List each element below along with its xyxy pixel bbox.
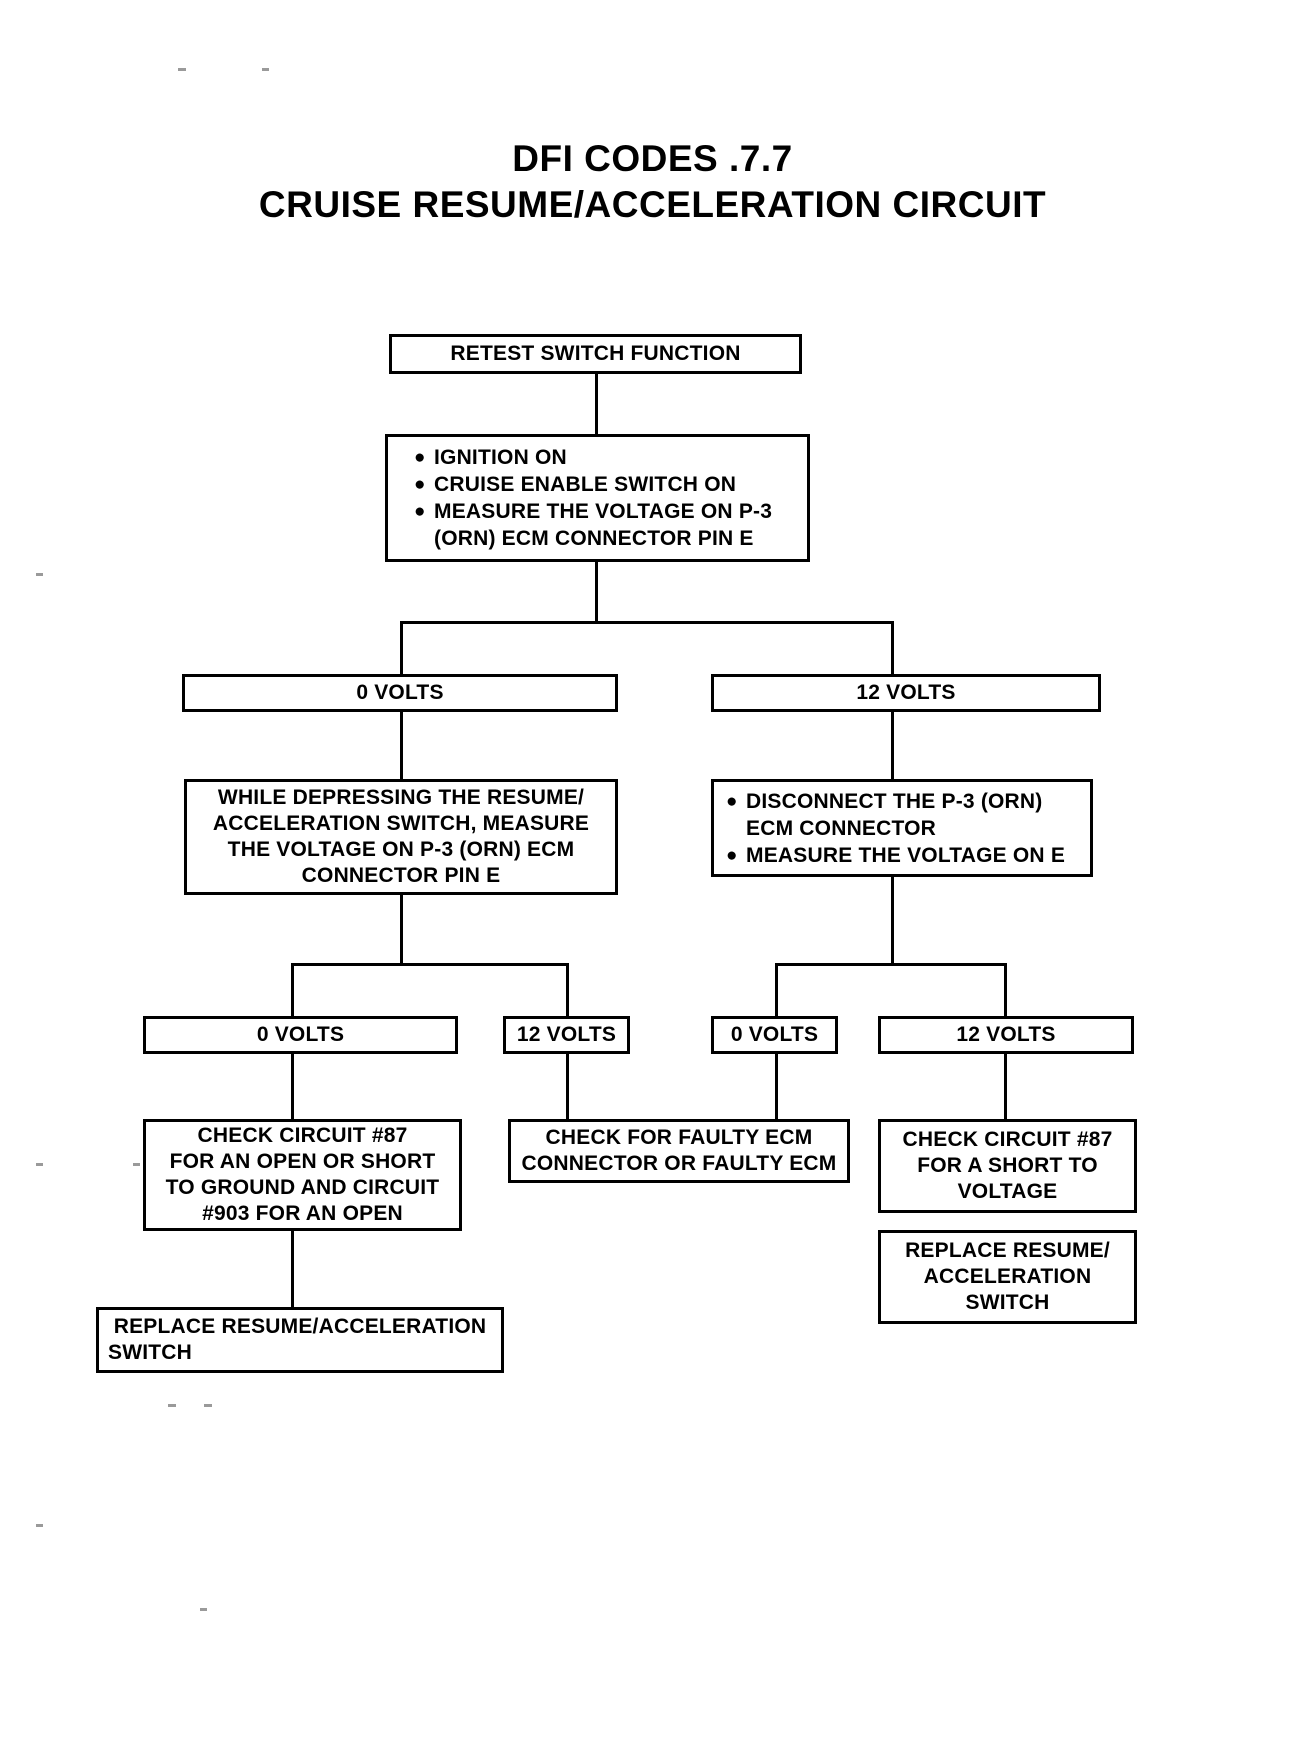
scan-speck bbox=[36, 573, 43, 576]
bullet-continuation: ECM CONNECTOR bbox=[746, 816, 937, 840]
node-check-circuit-87-open-short[interactable]: CHECK CIRCUIT #87 FOR AN OPEN OR SHORT T… bbox=[143, 1119, 462, 1231]
node-label: 12 VOLTS bbox=[516, 1023, 617, 1046]
scan-speck bbox=[262, 68, 269, 71]
node-line-2: FOR AN OPEN OR SHORT bbox=[169, 1150, 436, 1173]
connector-left-split-bar bbox=[291, 963, 569, 966]
title-line-1: DFI CODES .7.7 bbox=[512, 138, 793, 179]
node-left-result-12-volts[interactable]: 12 VOLTS bbox=[503, 1016, 630, 1054]
connector-check87-down bbox=[291, 1228, 294, 1308]
connector-right-measure-down bbox=[891, 875, 894, 965]
node-check-circuit-87-short-to-voltage[interactable]: CHECK CIRCUIT #87 FOR A SHORT TO VOLTAGE bbox=[878, 1119, 1137, 1213]
page-title: DFI CODES .7.7 CRUISE RESUME/ACCELERATIO… bbox=[0, 136, 1305, 228]
connector-right-split-left bbox=[775, 963, 778, 1018]
node-initial-measurement-steps[interactable]: ● IGNITION ON ● CRUISE ENABLE SWITCH ON … bbox=[385, 434, 810, 562]
bullet-item: ● IGNITION ON bbox=[414, 444, 807, 471]
node-replace-switch-right[interactable]: REPLACE RESUME/ ACCELERATION SWITCH bbox=[878, 1230, 1137, 1324]
connector-left-split-left bbox=[291, 963, 294, 1018]
connector-left-branch-down bbox=[400, 710, 403, 780]
node-line-4: CONNECTOR PIN E bbox=[301, 864, 501, 887]
bullet-continuation: (ORN) ECM CONNECTOR PIN E bbox=[434, 527, 754, 550]
bullet-item: ● DISCONNECT THE P-3 (ORN) bbox=[726, 788, 1090, 815]
node-line-2: CONNECTOR OR FAULTY ECM bbox=[521, 1152, 837, 1175]
node-line-2: ACCELERATION bbox=[923, 1265, 1092, 1288]
scan-speck bbox=[168, 1404, 176, 1407]
node-label: 12 VOLTS bbox=[856, 681, 956, 704]
bullet-dot-icon: ● bbox=[414, 501, 426, 522]
bullet-dot-icon: ● bbox=[414, 447, 426, 468]
node-retest-switch-function[interactable]: RETEST SWITCH FUNCTION bbox=[389, 334, 802, 374]
node-line-2: SWITCH bbox=[107, 1341, 193, 1364]
node-label: RETEST SWITCH FUNCTION bbox=[450, 342, 741, 365]
connector-right0v-down bbox=[775, 1052, 778, 1120]
node-line-2: FOR A SHORT TO bbox=[917, 1154, 1098, 1177]
node-line-3: THE VOLTAGE ON P-3 (ORN) ECM bbox=[227, 838, 575, 861]
connector-split-left-drop bbox=[400, 621, 403, 676]
connector-left-measure-down bbox=[400, 893, 403, 965]
connector-left-split-right bbox=[566, 963, 569, 1018]
bullet-text: DISCONNECT THE P-3 (ORN) bbox=[746, 789, 1043, 813]
node-right-measure-instructions[interactable]: ● DISCONNECT THE P-3 (ORN) ECM CONNECTOR… bbox=[711, 779, 1093, 877]
node-line-1: REPLACE RESUME/ACCELERATION bbox=[113, 1315, 487, 1338]
node-left-result-0-volts[interactable]: 0 VOLTS bbox=[143, 1016, 458, 1054]
bullet-dot-icon: ● bbox=[726, 844, 738, 866]
node-right-result-12-volts[interactable]: 12 VOLTS bbox=[878, 1016, 1134, 1054]
title-line-2: CRUISE RESUME/ACCELERATION CIRCUIT bbox=[258, 184, 1047, 225]
scan-speck bbox=[133, 1163, 140, 1166]
scan-speck bbox=[36, 1524, 43, 1527]
node-line-1: CHECK CIRCUIT #87 bbox=[197, 1124, 408, 1147]
bullet-dot-icon: ● bbox=[414, 474, 426, 495]
scan-speck bbox=[178, 68, 186, 71]
node-branch-12-volts[interactable]: 12 VOLTS bbox=[711, 674, 1101, 712]
connector-right-split-right bbox=[1004, 963, 1007, 1018]
connector-split-top bbox=[400, 621, 894, 624]
connector-start-to-step1 bbox=[595, 371, 598, 437]
node-label: 0 VOLTS bbox=[730, 1023, 819, 1046]
node-line-3: SWITCH bbox=[965, 1291, 1050, 1314]
node-line-1: WHILE DEPRESSING THE RESUME/ bbox=[217, 786, 585, 809]
bullet-item: ● MEASURE THE VOLTAGE ON E bbox=[726, 842, 1090, 869]
node-line-4: #903 FOR AN OPEN bbox=[202, 1202, 403, 1225]
node-line-2: ACCELERATION SWITCH, MEASURE bbox=[212, 812, 590, 835]
connector-right-split-bar bbox=[775, 963, 1007, 966]
node-line-1: CHECK FOR FAULTY ECM bbox=[545, 1126, 813, 1149]
scan-speck bbox=[204, 1404, 212, 1407]
bullet-text: MEASURE THE VOLTAGE ON P-3 bbox=[434, 500, 773, 523]
connector-left12v-down bbox=[566, 1052, 569, 1120]
node-left-measure-instructions[interactable]: WHILE DEPRESSING THE RESUME/ ACCELERATIO… bbox=[184, 779, 618, 895]
node-label: 0 VOLTS bbox=[356, 681, 444, 704]
node-line-3: TO GROUND AND CIRCUIT bbox=[165, 1176, 440, 1199]
connector-right12v-down bbox=[1004, 1052, 1007, 1120]
bullet-text: IGNITION ON bbox=[434, 446, 567, 469]
connector-right-branch-down bbox=[891, 710, 894, 780]
scan-speck bbox=[200, 1608, 207, 1611]
node-check-faulty-ecm[interactable]: CHECK FOR FAULTY ECM CONNECTOR OR FAULTY… bbox=[508, 1119, 850, 1183]
node-line-3: VOLTAGE bbox=[957, 1180, 1058, 1203]
scan-speck bbox=[36, 1163, 43, 1166]
node-line-1: REPLACE RESUME/ bbox=[905, 1239, 1110, 1262]
bullet-list: ● IGNITION ON ● CRUISE ENABLE SWITCH ON … bbox=[388, 444, 807, 552]
connector-left0v-down bbox=[291, 1052, 294, 1120]
bullet-item: ● MEASURE THE VOLTAGE ON P-3 bbox=[414, 498, 807, 525]
bullet-dot-icon: ● bbox=[726, 790, 738, 812]
connector-step1-down bbox=[595, 560, 598, 623]
node-branch-0-volts[interactable]: 0 VOLTS bbox=[182, 674, 618, 712]
bullet-text: MEASURE THE VOLTAGE ON E bbox=[746, 843, 1066, 867]
node-replace-switch-left[interactable]: REPLACE RESUME/ACCELERATION SWITCH bbox=[96, 1307, 504, 1373]
node-line-1: CHECK CIRCUIT #87 bbox=[902, 1128, 1113, 1151]
node-label: 0 VOLTS bbox=[256, 1023, 345, 1046]
node-right-result-0-volts[interactable]: 0 VOLTS bbox=[711, 1016, 838, 1054]
bullet-text: CRUISE ENABLE SWITCH ON bbox=[434, 473, 737, 496]
connector-split-right-drop bbox=[891, 621, 894, 676]
node-label: 12 VOLTS bbox=[956, 1023, 1056, 1046]
bullet-list: ● DISCONNECT THE P-3 (ORN) ECM CONNECTOR… bbox=[714, 788, 1090, 869]
bullet-item: ● CRUISE ENABLE SWITCH ON bbox=[414, 471, 807, 498]
